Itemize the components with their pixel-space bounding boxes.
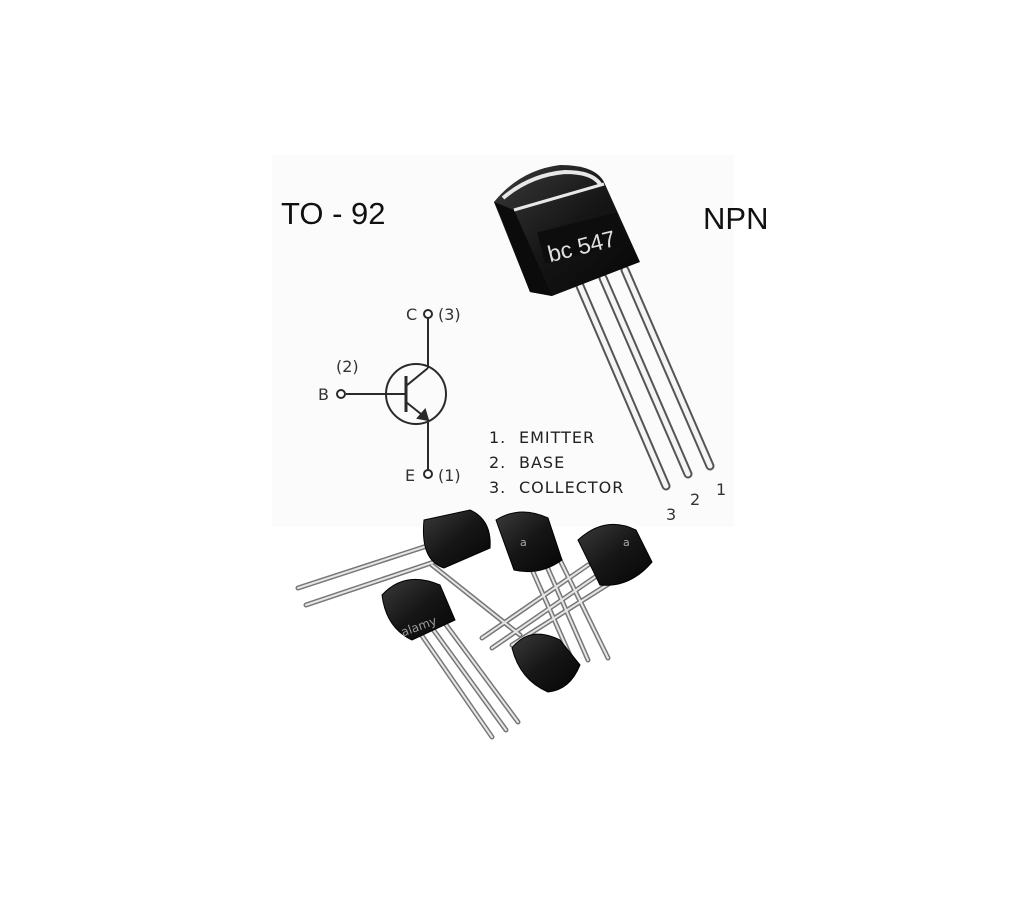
pin-name: EMITTER	[519, 428, 596, 447]
pin-number: 1.	[489, 428, 507, 447]
pin-list-item-collector: 3. COLLECTOR	[489, 478, 624, 497]
body-mark-1: a	[520, 536, 527, 549]
pin-name: COLLECTOR	[519, 478, 625, 497]
pin-number: 3.	[489, 478, 507, 497]
pin-number: 2.	[489, 453, 507, 472]
emitter-pin: (1)	[438, 466, 461, 485]
polarity-label: NPN	[703, 201, 769, 236]
package-label: TO - 92	[281, 196, 386, 231]
base-pin: (2)	[336, 357, 359, 376]
large-transistor-leads	[575, 265, 715, 491]
emitter-letter: E	[405, 466, 415, 485]
pin-list-item-emitter: 1. EMITTER	[489, 428, 595, 447]
lead-number-3: 3	[666, 505, 676, 524]
body-mark-2: a	[623, 536, 630, 549]
collector-pin: (3)	[438, 305, 461, 324]
large-transistor-body	[494, 165, 640, 296]
lead-number-2: 2	[690, 490, 700, 509]
collector-letter: C	[406, 305, 417, 324]
pin-list-item-base: 2. BASE	[489, 453, 565, 472]
npn-symbol	[336, 309, 447, 479]
pin-name: BASE	[519, 453, 566, 472]
transistor-photo	[295, 509, 653, 740]
base-letter: B	[318, 385, 329, 404]
lead-number-1: 1	[716, 480, 726, 499]
